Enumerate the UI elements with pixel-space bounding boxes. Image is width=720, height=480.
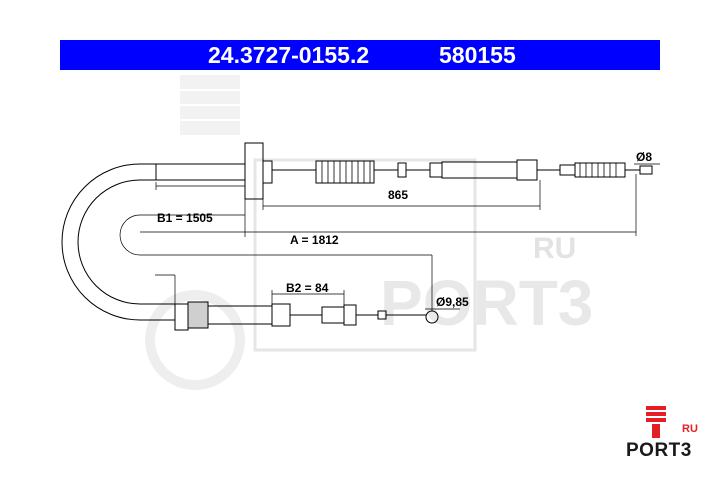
upper-ferrule [155, 163, 246, 181]
dim-dia8-label: Ø8 [636, 150, 652, 164]
thread-section [574, 162, 626, 178]
cable-sheath-inner [77, 179, 175, 305]
brand-logo [622, 404, 702, 464]
rubber-boot [315, 160, 375, 184]
lower-clip [174, 303, 189, 331]
brand-name: PORT3 [626, 440, 692, 461]
piston-band [646, 412, 666, 416]
cable-clip [397, 162, 407, 178]
lower-adjuster [321, 306, 345, 324]
article-code: 580155 [439, 42, 516, 68]
cable-body [61, 142, 653, 331]
title-bar: 24.3727-0155.2 580155 [60, 40, 660, 70]
dimension-lines [119, 163, 660, 311]
piston-band [646, 418, 666, 422]
boot-ribs [321, 161, 371, 183]
upper-sleeve [441, 161, 518, 179]
watermark-circle [145, 290, 245, 390]
brand-ru: RU [682, 423, 698, 435]
threaded-end [559, 164, 576, 176]
dim-dia985-label: Ø9,85 [436, 295, 469, 309]
flange-collar [262, 160, 273, 184]
lower-lock [343, 304, 357, 326]
watermark: RU PORT3 [145, 75, 593, 390]
dim-b2-label: B2 = 84 [286, 281, 329, 295]
watermark-ru: RU [533, 232, 576, 265]
dim-line-b1-bend [119, 214, 141, 256]
lower-nut [271, 303, 291, 327]
wire-nipple [639, 165, 653, 175]
lower-grommet [187, 301, 209, 329]
dim-a-label: A = 1812 [290, 233, 339, 247]
cable-sheath-outer [61, 163, 175, 321]
dim-865-label: 865 [388, 188, 408, 202]
end-nut [516, 159, 538, 181]
cable-clip [429, 162, 443, 178]
piston-band [646, 406, 666, 410]
watermark-brand: PORT3 [380, 267, 593, 339]
part-number: 24.3727-0155.2 [208, 42, 370, 68]
piston-icon [646, 406, 666, 438]
dim-b1-label: B1 = 1505 [157, 211, 213, 225]
piston-rod [652, 424, 660, 438]
thread-lines [579, 163, 617, 177]
